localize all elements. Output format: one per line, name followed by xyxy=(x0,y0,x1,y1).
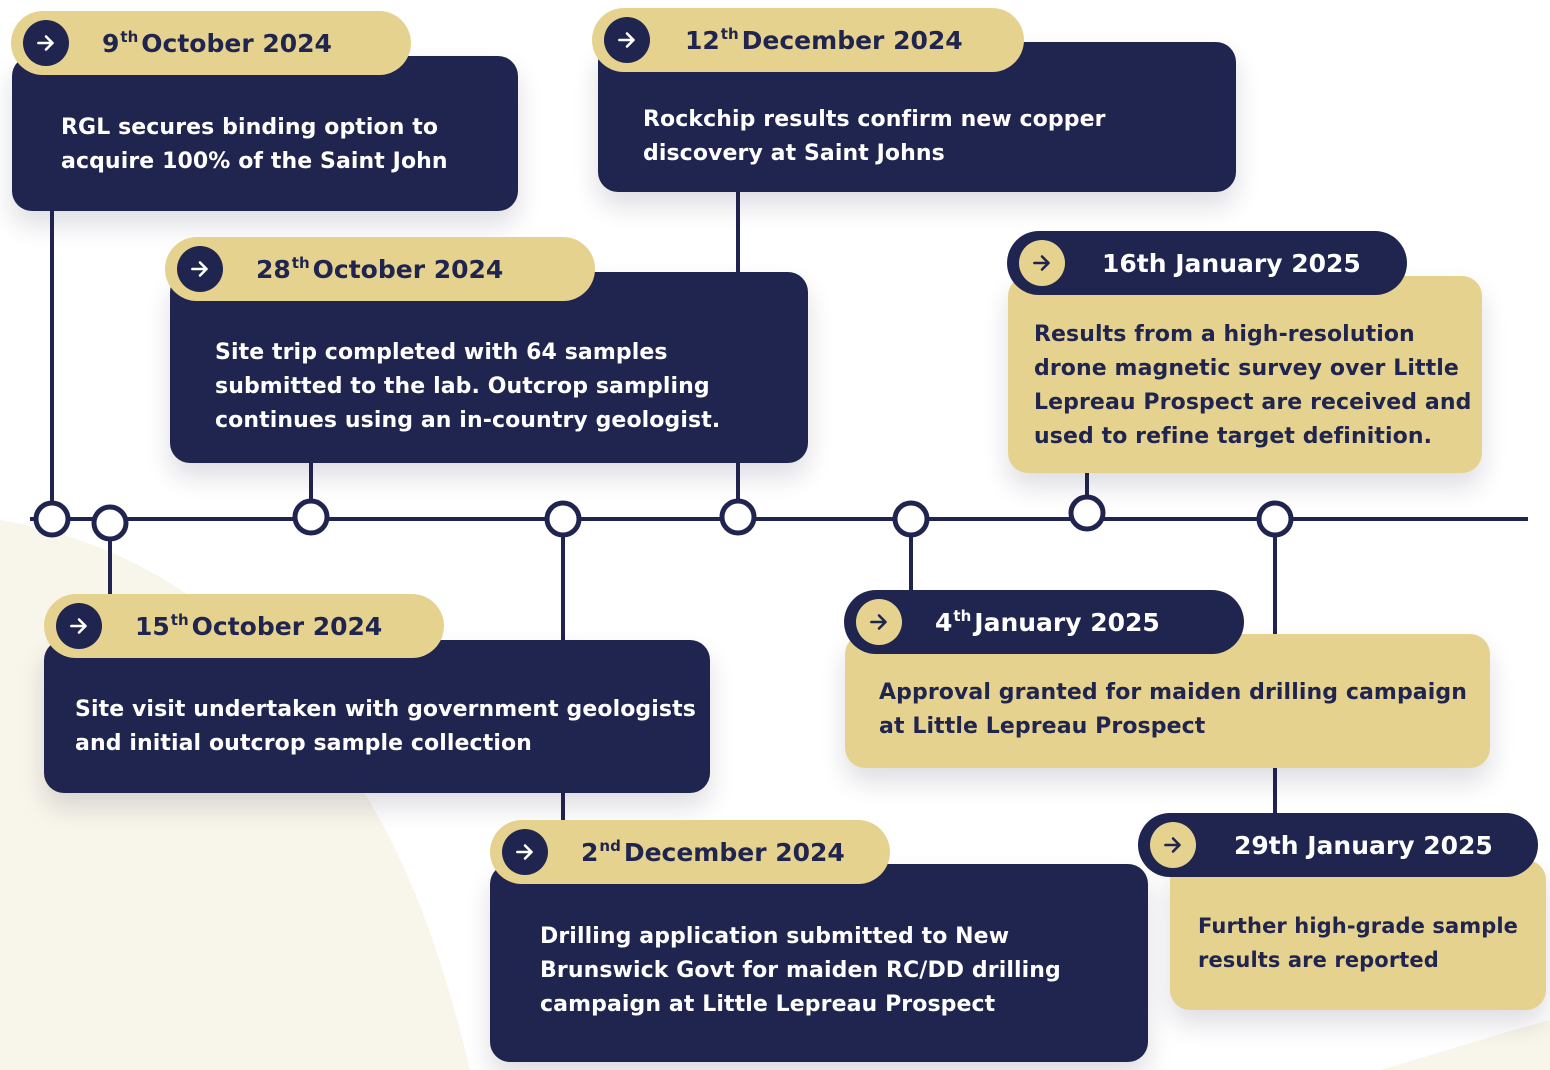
event-card-2-dec: Drilling application submitted to New Br… xyxy=(490,864,1148,1062)
event-text-line: acquire 100% of the Saint John xyxy=(61,149,448,174)
timeline-node-icon xyxy=(892,500,930,538)
timeline-node-icon xyxy=(544,500,582,538)
arrow-right-icon xyxy=(56,603,102,649)
date-pill-29-jan: 29th January 2025 xyxy=(1138,813,1538,877)
event-date: 29th January 2025 xyxy=(1234,831,1493,860)
timeline-node-icon xyxy=(1068,494,1106,532)
timeline-node-icon xyxy=(33,500,71,538)
arrow-right-icon xyxy=(502,829,548,875)
event-card-29-jan: Further high-grade sample results are re… xyxy=(1170,860,1546,1010)
event-text-line: campaign at Little Lepreau Prospect xyxy=(540,992,996,1017)
event-text-line: Lepreau Prospect are received and xyxy=(1034,390,1472,415)
event-date: 16th January 2025 xyxy=(1102,249,1361,278)
arrow-right-icon xyxy=(1150,822,1196,868)
event-text-line: Results from a high-resolution xyxy=(1034,322,1415,347)
timeline-node-icon xyxy=(292,498,330,536)
arrow-right-icon xyxy=(177,246,223,292)
event-text-line: Drilling application submitted to New xyxy=(540,924,1010,949)
arrow-right-icon xyxy=(1019,240,1065,286)
event-card-4-jan: Approval granted for maiden drilling cam… xyxy=(845,634,1490,768)
event-text-line: used to refine target definition. xyxy=(1034,424,1433,449)
event-text-line: at Little Lepreau Prospect xyxy=(879,714,1206,739)
event-text-line: discovery at Saint Johns xyxy=(643,141,945,166)
event-text-line: Further high-grade sample xyxy=(1198,914,1519,938)
event-text-line: drone magnetic survey over Little xyxy=(1034,356,1459,381)
event-card-9-oct: RGL secures binding option to acquire 10… xyxy=(12,56,518,211)
event-text-line: results are reported xyxy=(1198,948,1439,972)
event-text-line: Brunswick Govt for maiden RC/DD drilling xyxy=(540,958,1061,983)
event-text-line: Site visit undertaken with government ge… xyxy=(75,697,696,722)
timeline-node-icon xyxy=(91,504,129,542)
event-text-line: Rockchip results confirm new copper xyxy=(643,107,1106,132)
event-card-16-jan: Results from a high-resolution drone mag… xyxy=(1008,276,1482,473)
event-text-line: RGL secures binding option to xyxy=(61,115,439,140)
date-pill-16-jan: 16th January 2025 xyxy=(1007,231,1407,295)
event-text-line: and initial outcrop sample collection xyxy=(75,731,532,756)
event-text-line: submitted to the lab. Outcrop sampling xyxy=(215,374,710,399)
event-card-15-oct: Site visit undertaken with government ge… xyxy=(44,640,710,793)
event-text-line: Site trip completed with 64 samples xyxy=(215,340,668,365)
event-text-line: Approval granted for maiden drilling cam… xyxy=(879,680,1468,705)
event-text-line: continues using an in-country geologist. xyxy=(215,408,721,433)
arrow-right-icon xyxy=(23,20,69,66)
arrow-right-icon xyxy=(856,599,902,645)
timeline-node-icon xyxy=(1256,500,1294,538)
arrow-right-icon xyxy=(604,17,650,63)
timeline-node-icon xyxy=(719,498,757,536)
event-card-28-oct: Site trip completed with 64 samples subm… xyxy=(170,272,808,463)
